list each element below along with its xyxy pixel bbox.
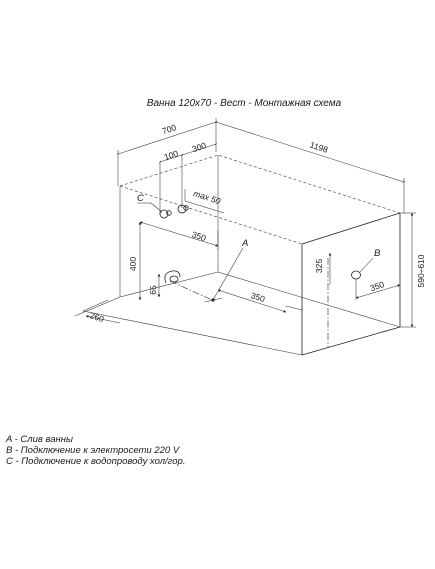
dimension-max50-label: max 50 — [192, 188, 222, 206]
marker-a: A — [204, 238, 248, 303]
dimension-260: 260 — [85, 310, 121, 324]
marker-c-label: C — [137, 193, 144, 204]
dimension-350-floor-label: 350 — [250, 290, 267, 304]
marker-a-label: A — [241, 238, 248, 249]
legend: A - Слив ванны B - Подключение к электро… — [6, 434, 185, 467]
dimension-300-label: 300 — [191, 140, 208, 154]
electrical-connection: B 325 350 — [314, 248, 401, 348]
dimension-65-label: 65 — [148, 285, 158, 295]
legend-item-b: B - Подключение к электросети 220 V — [6, 445, 180, 456]
dimension-325-label: 325 — [314, 259, 324, 273]
bathtub-box — [74, 154, 401, 356]
dimension-400: 400 — [128, 221, 142, 301]
dimension-height-label: 590÷610 — [416, 254, 426, 287]
diagram-title: Ванна 120х70 - Вест - Монтажная схема — [147, 98, 342, 109]
drain-outlet: 65 — [148, 270, 213, 301]
dimension-350-top-label: 350 — [191, 229, 208, 243]
dimension-260-label: 260 — [89, 310, 106, 324]
dimension-400-label: 400 — [128, 257, 138, 271]
dimension-700-label: 700 — [161, 122, 178, 136]
dimension-350-floor: 350 — [217, 289, 303, 313]
dimension-700: 700 — [117, 118, 217, 186]
legend-item-c: C - Подключение к водопроводу хол/гор. — [6, 456, 186, 467]
legend-item-a: A - Слив ванны — [6, 434, 74, 445]
dimension-350-top: 350 — [139, 221, 219, 250]
dimension-350-right-label: 350 — [369, 279, 386, 293]
dimension-100-300: 100 300 — [159, 140, 217, 215]
marker-b-label: B — [374, 248, 381, 259]
dimension-100-label: 100 — [163, 148, 180, 162]
dimension-1198: 1198 — [214, 121, 406, 213]
water-connectors: C — [137, 193, 189, 219]
dimension-height: 590÷610 — [400, 212, 426, 328]
